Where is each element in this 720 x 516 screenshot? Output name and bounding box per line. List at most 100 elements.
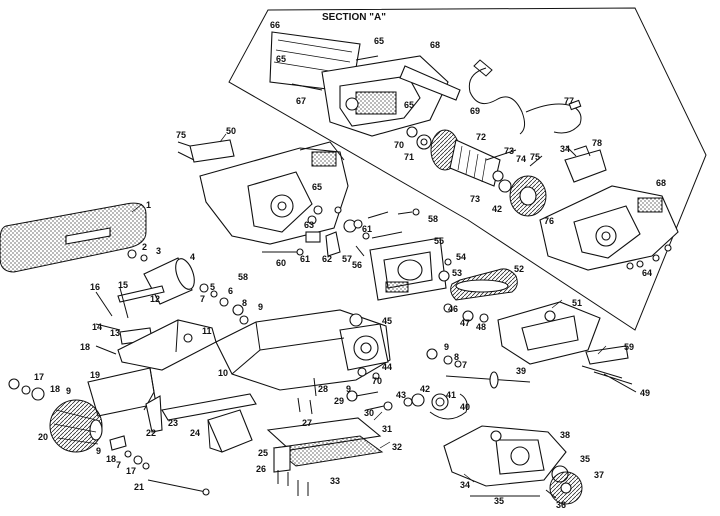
label-58: 58 (428, 214, 438, 224)
label-54: 54 (456, 252, 466, 262)
label-22: 22 (146, 428, 156, 438)
label-64: 64 (642, 268, 652, 278)
label-67: 67 (296, 96, 306, 106)
label-25: 25 (258, 448, 268, 458)
label-65: 65 (312, 182, 322, 192)
label-69: 69 (470, 106, 480, 116)
label-17: 17 (126, 466, 136, 476)
label-45: 45 (382, 316, 392, 326)
label-6: 6 (228, 286, 233, 296)
label-30: 30 (364, 408, 374, 418)
label-1: 1 (146, 200, 151, 210)
label-49: 49 (640, 388, 650, 398)
label-39: 39 (516, 366, 526, 376)
label-28: 28 (318, 384, 328, 394)
label-8: 8 (454, 352, 459, 362)
label-9: 9 (444, 342, 449, 352)
label-48: 48 (476, 322, 486, 332)
label-44: 44 (382, 362, 392, 372)
label-62: 62 (322, 254, 332, 264)
label-61: 61 (300, 254, 310, 264)
label-9: 9 (346, 384, 351, 394)
label-33: 33 (330, 476, 340, 486)
label-55: 55 (434, 236, 444, 246)
label-21: 21 (134, 482, 144, 492)
label-24: 24 (190, 428, 200, 438)
label-29: 29 (334, 396, 344, 406)
label-37: 37 (594, 470, 604, 480)
label-26: 26 (256, 464, 266, 474)
section-a-frame (228, 7, 707, 331)
label-47: 47 (460, 318, 470, 328)
label-70: 70 (394, 140, 404, 150)
label-14: 14 (92, 322, 102, 332)
label-42: 42 (492, 204, 502, 214)
label-34: 34 (460, 480, 470, 490)
label-57: 57 (342, 254, 352, 264)
label-77: 77 (564, 96, 574, 106)
label-66: 66 (270, 20, 280, 30)
label-7: 7 (462, 360, 467, 370)
label-38: 38 (560, 430, 570, 440)
label-43: 43 (396, 390, 406, 400)
label-50: 50 (226, 126, 236, 136)
label-16: 16 (90, 282, 100, 292)
section-a-title: SECTION "A" (322, 12, 386, 23)
label-46: 46 (448, 304, 458, 314)
label-12: 12 (150, 294, 160, 304)
label-74: 74 (516, 154, 526, 164)
label-73: 73 (504, 146, 514, 156)
label-63: 63 (304, 220, 314, 230)
label-65: 65 (404, 100, 414, 110)
label-59: 59 (624, 342, 634, 352)
label-41: 41 (446, 390, 456, 400)
label-52: 52 (514, 264, 524, 274)
label-56: 56 (352, 260, 362, 270)
label-72: 72 (476, 132, 486, 142)
label-78: 78 (592, 138, 602, 148)
label-75: 75 (176, 130, 186, 140)
section-a-parts (269, 31, 679, 271)
label-9: 9 (258, 302, 263, 312)
label-75: 75 (530, 152, 540, 162)
label-40: 40 (460, 402, 470, 412)
leader-lines (131, 133, 607, 483)
label-71: 71 (404, 152, 414, 162)
label-5: 5 (210, 282, 215, 292)
label-65: 65 (276, 54, 286, 64)
label-58: 58 (238, 272, 248, 282)
label-10: 10 (218, 368, 228, 378)
label-18: 18 (106, 454, 116, 464)
label-7: 7 (116, 460, 121, 470)
label-70: 70 (372, 376, 382, 386)
label-18: 18 (80, 342, 90, 352)
label-13: 13 (110, 328, 120, 338)
label-68: 68 (656, 178, 666, 188)
label-65: 65 (374, 36, 384, 46)
label-35: 35 (580, 454, 590, 464)
label-60: 60 (276, 258, 286, 268)
label-7: 7 (200, 294, 205, 304)
label-18: 18 (50, 384, 60, 394)
label-2: 2 (142, 242, 147, 252)
label-11: 11 (202, 326, 212, 336)
part-labels: 66 65 68 65 67 65 69 77 70 71 72 73 74 7… (34, 20, 666, 510)
label-73: 73 (470, 194, 480, 204)
label-76: 76 (544, 216, 554, 226)
label-31: 31 (382, 424, 392, 434)
label-61: 61 (362, 224, 372, 234)
label-15: 15 (118, 280, 128, 290)
label-27: 27 (302, 418, 312, 428)
label-3: 3 (156, 246, 161, 256)
label-8: 8 (242, 298, 247, 308)
label-42: 42 (420, 384, 430, 394)
label-36: 36 (556, 500, 566, 510)
main-assembly-parts (0, 139, 637, 505)
label-9: 9 (96, 446, 101, 456)
label-34: 34 (560, 144, 570, 154)
label-68: 68 (430, 40, 440, 50)
label-20: 20 (38, 432, 48, 442)
label-51: 51 (572, 298, 582, 308)
label-4: 4 (190, 252, 195, 262)
label-23: 23 (168, 418, 178, 428)
